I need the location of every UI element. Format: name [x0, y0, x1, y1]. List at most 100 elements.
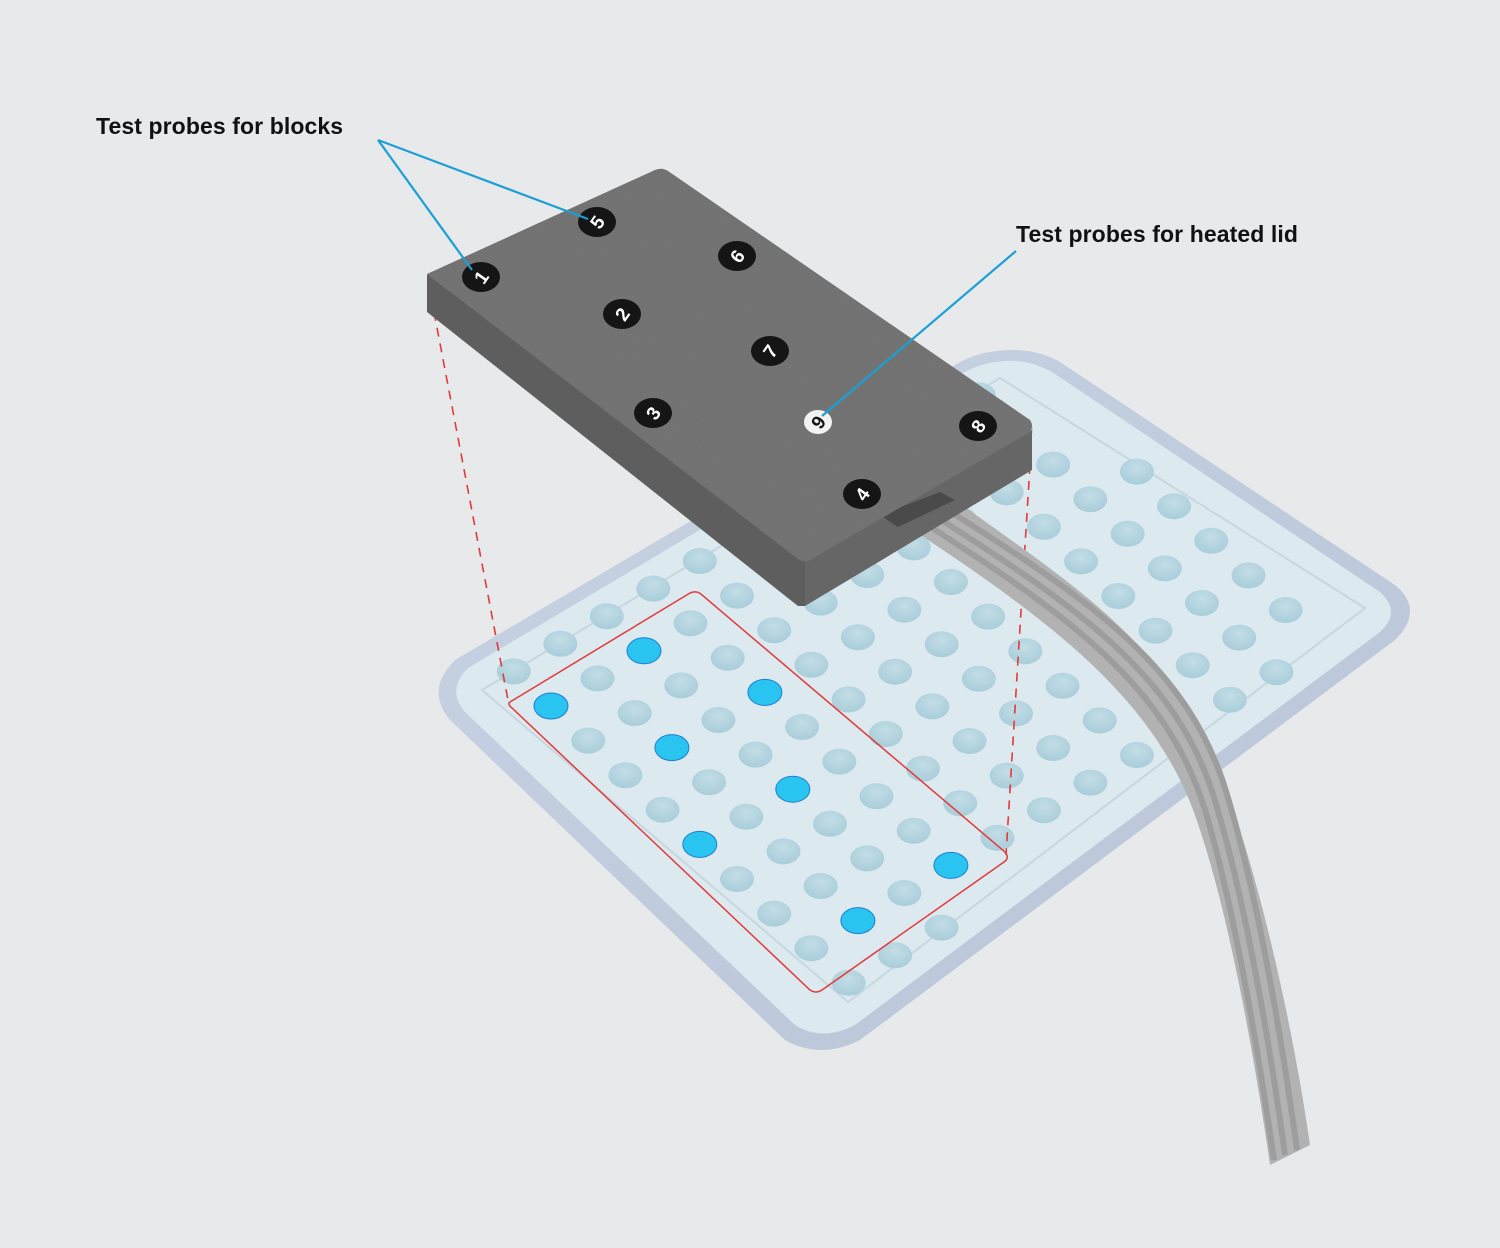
well	[1259, 659, 1294, 686]
well	[571, 727, 606, 754]
well	[496, 658, 531, 685]
highlighted-well	[775, 775, 811, 803]
probe-marker-9: 9	[804, 410, 832, 434]
well	[822, 748, 857, 775]
well	[682, 548, 717, 574]
well	[1036, 735, 1071, 761]
well	[1175, 652, 1210, 679]
well	[980, 824, 1015, 851]
well	[943, 790, 978, 817]
well	[1185, 590, 1219, 616]
well	[924, 914, 959, 941]
well	[738, 741, 773, 768]
block-probe-dot-icon	[603, 299, 641, 329]
well	[878, 942, 913, 969]
probe-marker-1: 1	[462, 262, 500, 292]
well	[915, 693, 950, 720]
block-probe-dot-icon	[634, 398, 672, 428]
well	[692, 769, 727, 796]
callout-line-probe-1	[377, 139, 473, 271]
block-probe-dot-icon	[718, 241, 756, 271]
highlighted-well	[682, 830, 718, 858]
well	[1101, 583, 1136, 609]
projection-lines	[433, 311, 1031, 856]
callout-line-probe-9	[821, 250, 1017, 417]
well	[859, 783, 894, 810]
lid-probe-dot-icon	[804, 410, 832, 434]
highlighted-well	[533, 692, 569, 720]
block-probe-dot-icon	[959, 411, 997, 441]
highlighted-well	[840, 907, 876, 935]
well	[720, 582, 754, 609]
well	[1026, 513, 1061, 540]
well	[757, 900, 792, 927]
well	[924, 631, 959, 658]
well	[1036, 451, 1071, 478]
well	[794, 935, 829, 962]
well	[710, 644, 745, 671]
well	[794, 651, 829, 678]
well	[878, 658, 913, 685]
ribbon-cable	[898, 500, 1310, 1165]
probe-marker-8: 8	[959, 411, 997, 441]
well	[906, 755, 940, 782]
well	[971, 603, 1006, 630]
well	[989, 762, 1024, 789]
well	[1138, 617, 1173, 644]
well	[850, 845, 885, 872]
well	[664, 672, 699, 699]
well	[1082, 707, 1117, 734]
well	[868, 721, 903, 747]
well	[1119, 742, 1154, 768]
well	[673, 610, 708, 637]
well	[1231, 562, 1266, 589]
probe-marker-3: 3	[634, 398, 672, 428]
well	[1073, 486, 1108, 513]
well	[831, 969, 866, 996]
block-probe-dot-icon	[843, 479, 881, 509]
well	[831, 686, 866, 713]
well	[543, 630, 578, 657]
well	[720, 866, 754, 892]
well	[1073, 769, 1108, 796]
well	[1212, 686, 1247, 713]
well	[701, 707, 736, 733]
well	[952, 728, 987, 754]
well	[1045, 672, 1080, 699]
well	[1147, 555, 1182, 582]
well	[1064, 548, 1099, 575]
well	[896, 817, 931, 844]
well	[1110, 520, 1145, 547]
well	[1268, 597, 1303, 623]
highlighted-well	[747, 678, 783, 706]
well	[1194, 527, 1229, 554]
probe-marker-5: 5	[578, 207, 616, 237]
well	[840, 624, 875, 651]
well	[785, 714, 820, 740]
probe-marker-7: 7	[751, 336, 789, 366]
well	[813, 810, 847, 837]
probe-marker-6: 6	[718, 241, 756, 271]
well	[1008, 638, 1043, 665]
well	[645, 796, 680, 823]
highlighted-well	[933, 851, 969, 879]
well-plate	[438, 349, 1410, 1050]
callout-lines	[377, 138, 1017, 417]
callout-line-probe-5	[377, 138, 589, 221]
well	[589, 603, 624, 630]
well	[766, 838, 801, 865]
well	[1222, 624, 1257, 651]
well	[887, 880, 922, 906]
well	[636, 575, 671, 602]
block-probe-dot-icon	[751, 336, 789, 366]
highlighted-well	[626, 637, 662, 665]
highlighted-well	[654, 734, 690, 762]
well	[961, 665, 996, 692]
well	[729, 803, 764, 830]
probe-marker-4: 4	[843, 479, 881, 509]
well	[608, 762, 643, 789]
well	[933, 569, 968, 595]
